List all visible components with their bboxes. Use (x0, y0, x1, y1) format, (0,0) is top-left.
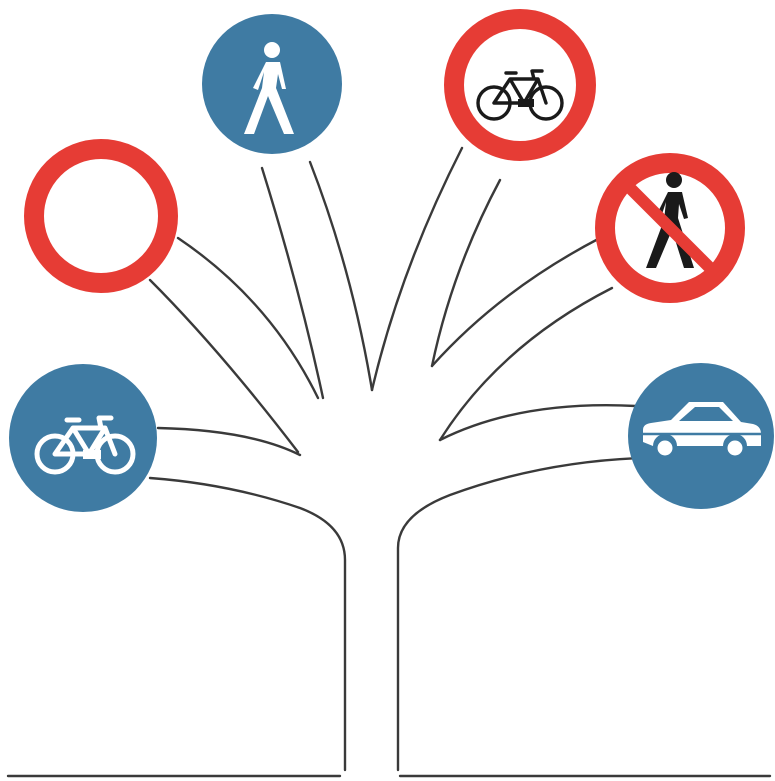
branch-car-lane (440, 405, 636, 440)
car-lane-sign (628, 363, 774, 509)
pedestrian-path-sign (202, 14, 342, 154)
bicycle-path-sign (9, 364, 157, 512)
no-vehicles-sign (34, 149, 168, 283)
no-pedestrians-sign (605, 163, 735, 293)
no-bicycles-sign (454, 19, 586, 151)
branch-no-pedestrians-lower (440, 288, 612, 440)
branch-no-bicycles-left (372, 148, 462, 390)
branch-bicycle-path (158, 428, 300, 455)
branch-no-vehicles-lower (150, 280, 298, 452)
branch-no-pedestrians-upper (432, 238, 600, 366)
branch-pedestrian-right (310, 162, 372, 390)
branch-pedestrian-left (262, 168, 323, 398)
trunk-left-edge (150, 478, 345, 770)
branch-no-vehicles-upper (178, 238, 318, 398)
trunk-right-edge (398, 458, 640, 770)
branch-no-bicycles-right (432, 180, 500, 366)
